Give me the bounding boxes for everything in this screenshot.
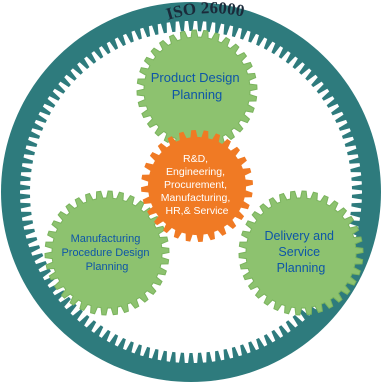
center-label-line: Engineering, — [166, 166, 225, 178]
gear-label-line: Product Design — [151, 70, 240, 85]
center-label-line: HR,& Service — [165, 205, 228, 217]
gear-product-design: Product Design Planning — [136, 29, 258, 151]
gear-label-line: Planning — [172, 87, 223, 102]
gear-center-label: R&D, Engineering, Procurement, Manufactu… — [161, 153, 233, 217]
gear-center-shape — [141, 130, 253, 242]
gear-manufacturing-procedure-label: Manufacturing Procedure Design Planning — [61, 233, 152, 273]
center-label-line: R&D, — [183, 153, 208, 165]
gear-center-functions: R&D, Engineering, Procurement, Manufactu… — [141, 130, 253, 242]
gear-delivery-service-label: Delivery and Service Planning — [265, 229, 338, 275]
gear-label-line: Service — [278, 245, 320, 259]
gear-product-design-shape — [136, 29, 258, 151]
gear-product-design-label: Product Design Planning — [151, 70, 244, 102]
gear-manufacturing-procedure-shape — [44, 190, 170, 316]
gear-delivery-service-shape — [238, 190, 364, 316]
center-label-line: Manufacturing, — [161, 192, 230, 204]
gear-label-line: Planning — [86, 261, 129, 273]
gear-label-line: Delivery and — [265, 229, 335, 243]
gear-delivery-service: Delivery and Service Planning — [238, 190, 364, 316]
gear-label-line: Planning — [277, 261, 326, 275]
gear-manufacturing-procedure: Manufacturing Procedure Design Planning — [44, 190, 170, 316]
gear-label-line: Procedure Design — [61, 247, 149, 259]
gear-label-line: Manufacturing — [71, 233, 141, 245]
center-label-line: Procurement, — [164, 179, 227, 191]
